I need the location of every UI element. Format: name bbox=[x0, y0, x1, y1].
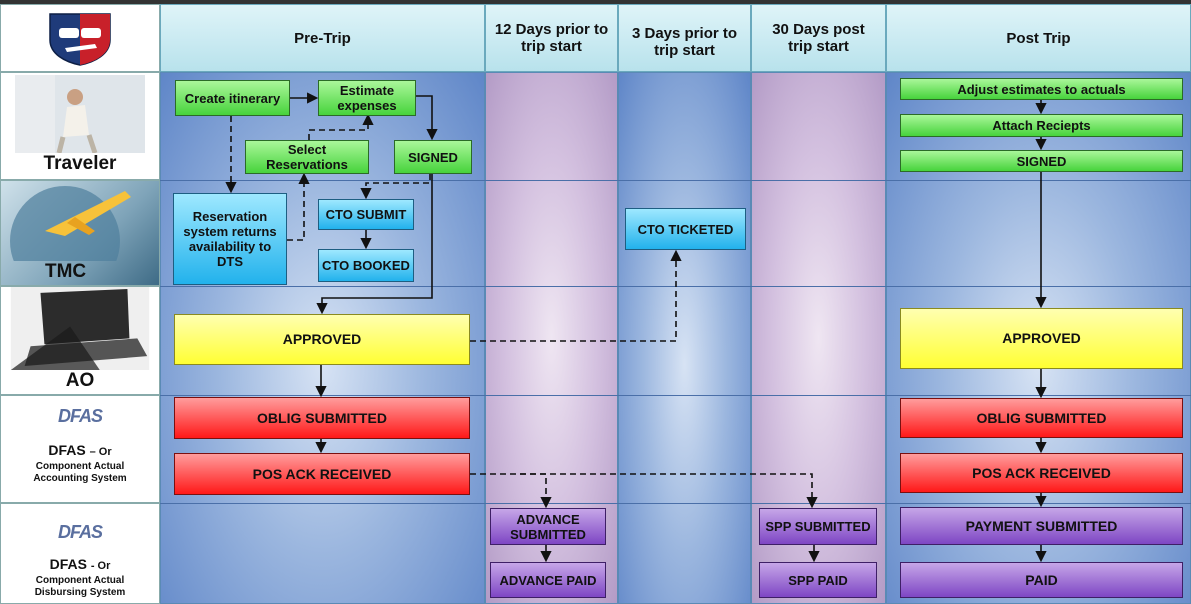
column-header-pre-trip: Pre-Trip bbox=[160, 4, 485, 72]
row-label-text: TMC bbox=[45, 261, 87, 282]
box-select-reservations: Select Reservations bbox=[245, 140, 369, 174]
row-label-dfas-disbursing: DFAS DFAS - Or Component Actual Disbursi… bbox=[0, 503, 160, 604]
column-header-label: Post Trip bbox=[1006, 29, 1071, 47]
column-header-label: 12 Days prior to trip start bbox=[494, 21, 609, 55]
laptop-photo bbox=[10, 287, 150, 370]
box-adjust-estimates: Adjust estimates to actuals bbox=[900, 78, 1183, 100]
traveler-photo bbox=[15, 75, 145, 153]
row-label-dfas-accounting: DFAS DFAS – Or Component Actual Accounti… bbox=[0, 395, 160, 503]
connector bbox=[287, 172, 310, 241]
box-cto-ticketed: CTO TICKETED bbox=[625, 208, 746, 250]
row-label-text: DFAS bbox=[49, 556, 87, 572]
connector bbox=[416, 95, 438, 141]
connector bbox=[470, 249, 682, 342]
connector bbox=[360, 174, 431, 200]
column-header-30-days: 30 Days post trip start bbox=[751, 4, 886, 72]
connector bbox=[316, 174, 433, 315]
box-cto-submit: CTO SUBMIT bbox=[318, 199, 414, 230]
car-plane-shield-icon bbox=[49, 13, 111, 66]
row-label-text: - Or bbox=[90, 560, 111, 572]
box-create-itinerary: Create itinerary bbox=[175, 80, 290, 116]
box-paid: PAID bbox=[900, 562, 1183, 598]
box-advance-submitted: ADVANCE SUBMITTED bbox=[490, 508, 606, 545]
box-cto-booked: CTO BOOKED bbox=[318, 249, 414, 282]
column-header-12-days: 12 Days prior to trip start bbox=[485, 4, 618, 72]
box-payment-submitted: PAYMENT SUBMITTED bbox=[900, 507, 1183, 545]
dfas-logo-icon: DFAS bbox=[57, 522, 103, 542]
airplane-globe-photo bbox=[10, 186, 131, 261]
row-label-text: DFAS bbox=[48, 442, 86, 458]
box-advance-paid: ADVANCE PAID bbox=[490, 562, 606, 598]
column-header-label: 3 Days prior to trip start bbox=[631, 25, 738, 59]
logo-cell bbox=[0, 4, 160, 72]
box-oblig-submitted-pre: OBLIG SUBMITTED bbox=[174, 397, 470, 439]
box-attach-receipts: Attach Reciepts bbox=[900, 114, 1183, 137]
box-reservation-system: Reservation system returns availability … bbox=[173, 193, 287, 285]
column-header-post-trip: Post Trip bbox=[886, 4, 1191, 72]
box-approved-pre: APPROVED bbox=[174, 314, 470, 365]
row-label-title: DFAS - Or bbox=[50, 557, 111, 573]
row-label-subtext: Component Actual Accounting System bbox=[33, 461, 127, 484]
box-signed-pre: SIGNED bbox=[394, 140, 472, 174]
row-label-text: AO bbox=[65, 370, 95, 391]
connector bbox=[520, 473, 552, 509]
connector bbox=[470, 473, 818, 509]
box-oblig-submitted-post: OBLIG SUBMITTED bbox=[900, 398, 1183, 438]
row-divider bbox=[160, 503, 1191, 504]
row-label-text: – Or bbox=[89, 446, 112, 458]
row-divider bbox=[160, 395, 1191, 396]
row-label-title: DFAS – Or bbox=[48, 443, 111, 459]
column-header-3-days: 3 Days prior to trip start bbox=[618, 4, 751, 72]
box-spp-submitted: SPP SUBMITTED bbox=[759, 508, 877, 545]
box-estimate-expenses: Estimate expenses bbox=[318, 80, 416, 116]
row-label-text: Traveler bbox=[43, 153, 117, 174]
row-divider bbox=[160, 180, 1191, 181]
connector bbox=[308, 113, 374, 140]
box-signed-post: SIGNED bbox=[900, 150, 1183, 172]
row-label-subtext: Component Actual Disbursing System bbox=[34, 575, 126, 598]
row-label-tmc: TMC bbox=[0, 180, 160, 286]
box-spp-paid: SPP PAID bbox=[759, 562, 877, 598]
column-header-label: 30 Days post trip start bbox=[772, 21, 865, 55]
row-label-traveler: Traveler bbox=[0, 72, 160, 180]
column-header-label: Pre-Trip bbox=[294, 29, 351, 47]
box-approved-post: APPROVED bbox=[900, 308, 1183, 369]
row-label-ao: AO bbox=[0, 286, 160, 395]
header-bar bbox=[0, 0, 1191, 4]
box-pos-ack-received-post: POS ACK RECEIVED bbox=[900, 453, 1183, 493]
dfas-logo-icon: DFAS bbox=[57, 406, 103, 426]
box-pos-ack-received-pre: POS ACK RECEIVED bbox=[174, 453, 470, 495]
